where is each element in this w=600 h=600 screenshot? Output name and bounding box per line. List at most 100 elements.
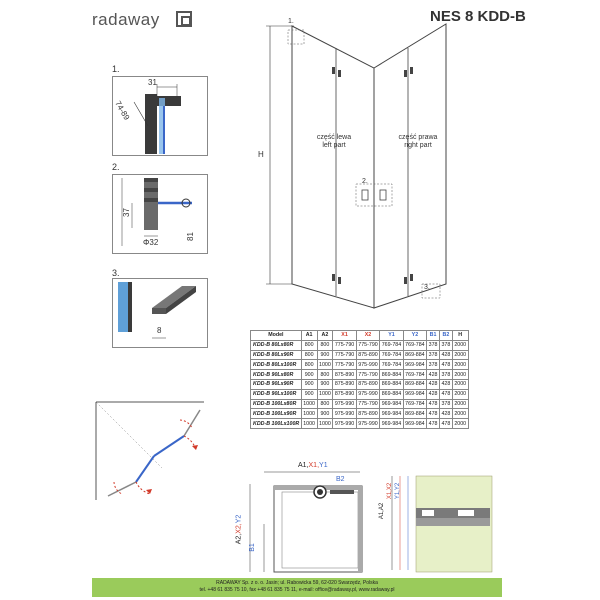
plan-y1: Y1 [319,462,328,469]
table-cell: 428 [438,408,453,420]
detail-3-number: 3. [112,268,120,278]
table-cell: 2000 [451,388,469,400]
table-cell: 800 [316,369,334,380]
table-cell: 378 [426,359,440,371]
table-cell: 900 [316,349,334,361]
detail-1-width: 31 [148,78,157,87]
table-cell: 800 [316,339,334,351]
table-cell: 769-784 [379,339,404,351]
table-cell: 378 [438,339,453,351]
side-view-drawing [391,475,493,573]
table-cell: 969-984 [402,388,428,400]
table-cell: 975-990 [332,398,357,410]
detail-1-drawing [112,76,208,156]
table-cell: 378 [426,349,440,361]
table-cell: 869-884 [379,369,404,380]
table-cell: 875-890 [355,349,381,361]
table-cell: 869-884 [402,378,428,390]
front-marker-1: 1. [288,18,294,25]
table-cell: 900 [300,388,318,400]
plan-a2: A2, [235,533,243,545]
table-cell: 2000 [451,339,469,351]
table-model-cell: KDD-B 80Lx80R [250,339,302,351]
table-cell: 769-784 [402,398,428,410]
front-marker-3: 3. [424,284,430,291]
table-cell: 1000 [316,388,334,400]
table-header-cell: B1 [426,330,440,341]
table-cell: 428 [426,378,440,390]
plan-a1x1y1: A1,X1,Y1 [298,462,328,469]
table-model-cell: KDD-B 80Lx100R [250,359,302,371]
table-cell: 478 [438,388,453,400]
table-cell: 800 [300,339,318,351]
table-cell: 378 [426,339,440,351]
plan-a1: A1, [298,462,309,469]
table-cell: 969-984 [379,418,404,429]
table-model-cell: KDD-B 90Lx80R [250,369,302,380]
front-elevation-drawing [266,23,447,309]
table-cell: 775-790 [332,359,357,371]
footer-address: RADAWAY Sp. z o. o. Jasin; ul. Rabowicka… [216,580,378,586]
table-cell: 2000 [451,408,469,420]
table-cell: 2000 [451,359,469,371]
left-part-label: część lewa left part [312,134,356,150]
table-cell: 975-990 [355,359,381,371]
table-model-cell: KDD-B 100Lx100R [250,418,302,429]
table-header-cell: X2 [355,330,381,341]
detail-1-number: 1. [112,64,120,74]
plan-x1: X1, [308,462,320,469]
table-cell: 478 [426,408,440,420]
table-cell: 875-890 [332,369,357,380]
left-part-en: left part [322,142,346,149]
table-header-cell: Y1 [379,330,404,341]
table-cell: 969-984 [402,359,428,371]
table-cell: 769-784 [379,359,404,371]
plan-x2: X2, [235,523,243,534]
table-header-cell: Model [250,330,302,341]
footer-contact-line: tel. +48 61 835 75 10, fax +48 61 835 75… [199,587,395,593]
table-cell: 875-890 [332,378,357,390]
table-cell: 2000 [451,349,469,361]
table-cell: 769-784 [402,369,428,380]
table-cell: 775-790 [355,398,381,410]
detail-2-total: 81 [185,232,195,241]
detail-2-diameter: Φ32 [143,238,159,247]
table-cell: 975-990 [332,408,357,420]
table-cell: 875-890 [332,388,357,400]
table-cell: 775-790 [332,349,357,361]
detail-3-drawing [112,278,208,348]
left-part-pl: część lewa [316,134,352,141]
table-cell: 800 [300,359,318,371]
table-cell: 869-884 [379,388,404,400]
table-cell: 428 [438,378,453,390]
table-header-cell: X1 [332,330,357,341]
table-cell: 975-990 [332,418,357,429]
table-cell: 769-784 [379,349,404,361]
table-cell: 478 [426,418,440,429]
table-cell: 900 [300,369,318,380]
right-part-label: część prawa right part [394,134,442,150]
detail-2-height: 37 [121,208,131,217]
table-cell: 1000 [316,418,334,429]
table-cell: 969-984 [402,418,428,429]
table-cell: 900 [316,408,334,420]
table-model-cell: KDD-B 100Lx90R [250,408,302,420]
front-marker-2: 2. [362,178,368,185]
table-model-cell: KDD-B 90Lx100R [250,388,302,400]
model-title: NES 8 KDD-B [430,8,526,25]
side-x1x2: X1,X2 [387,482,394,500]
detail-3-width: 8 [157,326,162,335]
table-cell: 428 [426,388,440,400]
detail-2-number: 2. [112,162,120,172]
side-y1y2: Y1,Y2 [395,482,402,500]
table-header-cell: B2 [438,330,453,341]
table-cell: 875-890 [355,408,381,420]
table-cell: 775-790 [355,369,381,380]
table-model-cell: KDD-B 90Lx90R [250,378,302,390]
